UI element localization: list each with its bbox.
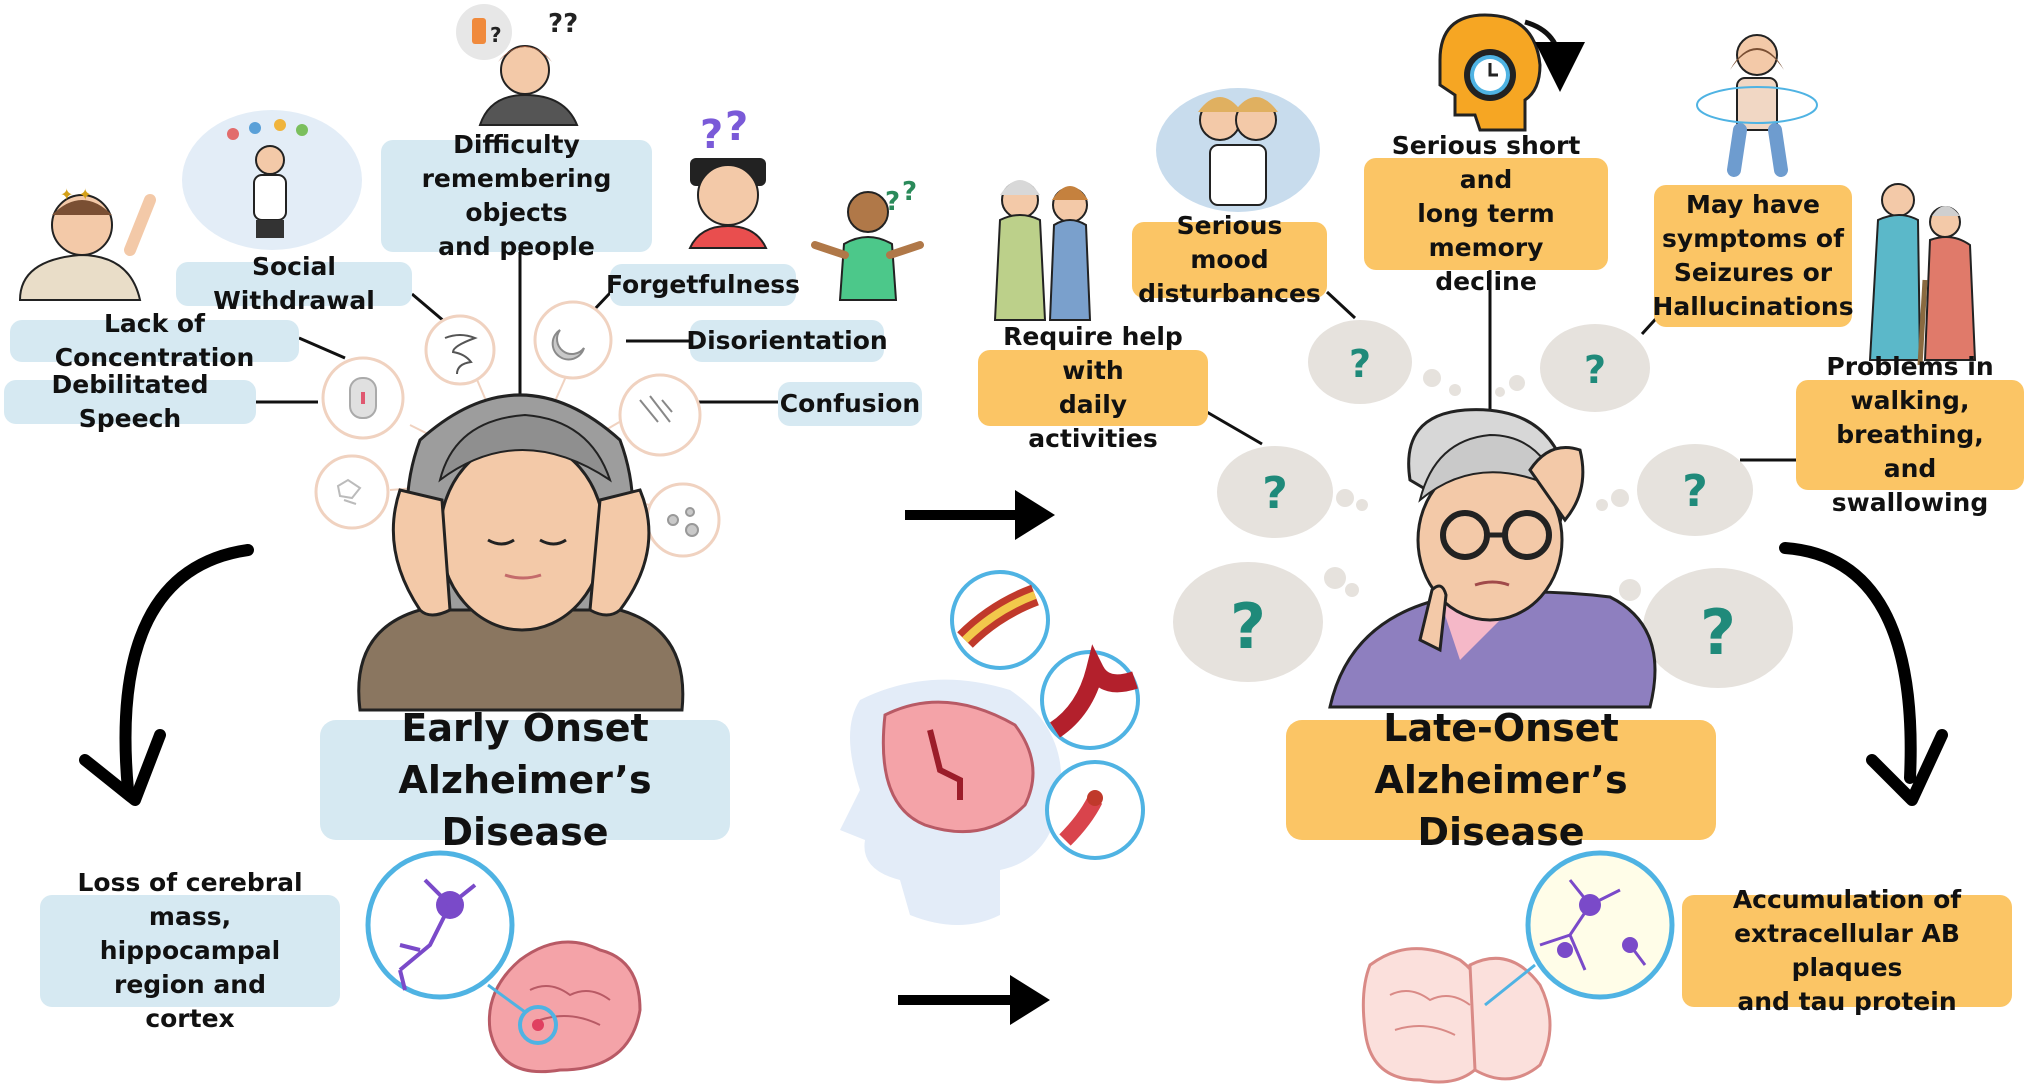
debilitated-speech-label: Debilitated Speech (4, 370, 256, 433)
mood-disturbances-label: Serious mood disturbances (1132, 211, 1327, 308)
moon-circle-icon (533, 300, 613, 380)
thought-cloud (1643, 568, 1793, 688)
thought-clouds (1173, 320, 1793, 688)
question-mark-icon: ? (1700, 596, 1736, 669)
double-question-icon: ?? (548, 9, 578, 39)
seizures-hallucinations-label: May have symptoms of Seizures or Halluci… (1652, 185, 1854, 327)
memory-decline-clock-head-icon (1438, 13, 1585, 132)
network-circle-icon (314, 454, 390, 530)
question-mark-icon: ? (1230, 590, 1266, 663)
cerebral-mass-loss-label: Loss of cerebral mass, hippocampal regio… (40, 868, 340, 1033)
disoriented-man-illustration: ? ? (811, 177, 924, 301)
early-symptom-circles (314, 300, 721, 558)
question-mark-icon: ? (1262, 468, 1288, 519)
late-woman-illustration (1328, 408, 1657, 709)
caregiver-walker-illustration (993, 180, 1092, 321)
thought-cloud (1217, 446, 1333, 538)
confused-woman-illustration: ? ?? (456, 4, 579, 126)
late-onset-title: Late-Onset Alzheimer’s Disease (1286, 706, 1716, 854)
plaques-tau-label: Accumulation of extracellular AB plaques… (1682, 885, 2012, 1016)
social-withdrawal-label: Social Withdrawal (176, 252, 412, 315)
early-curved-arrow (119, 544, 254, 796)
question-mark-icon: ? (1349, 342, 1371, 386)
thought-cloud (1173, 562, 1323, 682)
disorientation-label: Disorientation (686, 320, 888, 362)
center-brain-vessels-illustration (840, 570, 1145, 925)
social-withdrawal-illustration (182, 110, 362, 250)
difficulty-remembering-label: Difficulty remembering objects and peopl… (381, 130, 652, 261)
thought-cloud (1308, 320, 1412, 404)
early-connectors (256, 252, 778, 404)
require-help-label: Require help with daily activities (978, 322, 1208, 453)
early-onset-title: Early Onset Alzheimer’s Disease (320, 706, 730, 854)
scratch-circle-icon (618, 373, 702, 457)
svg-text:✦ ✦: ✦ ✦ (60, 185, 92, 204)
mood-disturbance-illustration (1156, 88, 1320, 212)
memory-decline-label: Serious short and long term memory decli… (1364, 131, 1608, 296)
walking-breathing-swallowing-label: Problems in walking, breathing, and swal… (1796, 352, 2024, 517)
early-neuron-brain-illustration (365, 850, 642, 1074)
question-mark-icon: ? (902, 177, 917, 207)
thought-cloud (1637, 444, 1753, 536)
thought-cloud (1540, 324, 1650, 412)
question-mark-icon: ? (725, 104, 748, 150)
doctor-patient-illustration (1868, 183, 1977, 366)
lack-of-concentration-label: Lack of Concentration (10, 309, 299, 372)
head-pain-illustration: ✦ ✦ (18, 185, 156, 301)
late-curved-arrow (1779, 542, 1917, 784)
question-mark-icon: ? (1584, 348, 1606, 392)
question-mark-icon: ? (1682, 466, 1708, 517)
forgetful-man-illustration: ? ? (688, 104, 768, 249)
confusion-label: Confusion (778, 382, 922, 426)
seizure-illustration (1696, 34, 1818, 177)
tornado-circle-icon (424, 314, 496, 386)
question-mark-icon: ? (700, 112, 723, 158)
late-neuron-brain-illustration (1361, 850, 1675, 1084)
forgetfulness-label: Forgetfulness (606, 264, 800, 306)
dots-circle-icon (645, 482, 721, 558)
question-mark-icon: ? (490, 23, 502, 47)
early-woman-illustration (357, 393, 685, 712)
